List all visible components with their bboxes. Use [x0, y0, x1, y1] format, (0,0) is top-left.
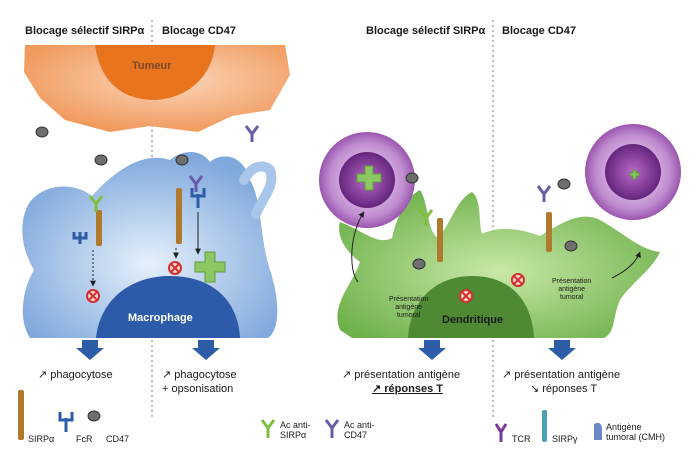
presentation-left: Présentation antigène tumoral [389, 296, 428, 320]
legend-antigen-line1: Antigène [606, 422, 642, 432]
plus-cross-icon [194, 165, 640, 283]
fcr-icon [58, 188, 206, 432]
presentation-left-line3: tumoral [396, 312, 421, 319]
macrophage-label: Macrophage [128, 312, 193, 324]
dendritic-cell [337, 190, 660, 338]
macrophage-nucleus [96, 276, 240, 338]
down-arrow-icon [76, 340, 576, 360]
outcome-right-1-line1: ↗ présentation antigène [342, 369, 461, 381]
outcome-left-1: ↗ phagocytose [38, 369, 113, 381]
presentation-right: Présentation antigène tumoral [552, 278, 591, 302]
legend-antigen-line2: tumoral (CMH) [606, 432, 666, 442]
legend-sirpg: SIRPγ [552, 434, 578, 444]
left-header-cd47: Blocage CD47 [162, 25, 236, 37]
presentation-right-line1: Présentation [552, 278, 592, 285]
tcr-icon [494, 423, 508, 442]
legend-ac-anti-cd47: Ac anti- CD47 [344, 420, 375, 440]
legend-ac-anti-sirpa-line1: Ac anti- [280, 420, 311, 430]
anti-cd47-antibody-icon [188, 125, 552, 438]
signal-arrows [90, 211, 641, 287]
cd47-icon [35, 126, 578, 422]
left-header-sirpa: Blocage sélectif SIRPα [25, 25, 145, 37]
sirpg-icon [542, 410, 547, 442]
presentation-left-line1: Présentation [389, 296, 429, 303]
outcome-left-2-line1: ↗ phagocytose [162, 369, 237, 381]
legend-antigen: Antigène tumoral (CMH) [606, 422, 665, 442]
tumor-nucleus [95, 45, 215, 100]
legend-tcr: TCR [512, 434, 531, 444]
outcome-left-2-line2: + opsonisation [162, 383, 234, 395]
presentation-right-line3: tumoral [559, 294, 584, 301]
sirpa-receptor-icon [18, 188, 552, 440]
tumor-label: Tumeur [132, 60, 172, 72]
right-header-sirpa: Blocage sélectif SIRPα [366, 25, 486, 37]
outcome-right-2-line1: ↗ présentation antigène [502, 369, 621, 381]
outcome-right-1-line2: ↗ réponses T [372, 383, 443, 395]
legend-ac-anti-cd47-line1: Ac anti- [344, 420, 375, 430]
legend-ac-anti-cd47-line2: CD47 [344, 430, 368, 440]
legend-sirpa: SIRPα [28, 434, 55, 444]
outcome-right-2-line2: ↘ réponses T [530, 383, 598, 395]
anti-sirpa-antibody-icon [88, 195, 434, 438]
presentation-right-line2: antigène [558, 286, 586, 293]
dendritic-nucleus [408, 276, 534, 338]
presentation-left-line2: antigène [395, 304, 423, 311]
right-header-cd47: Blocage CD47 [502, 25, 576, 37]
inhibit-circle-icon [86, 261, 525, 303]
legend-ac-anti-sirpa-line2: SIRPα [280, 430, 307, 440]
legend-cd47: CD47 [106, 434, 130, 444]
antigen-icon [594, 422, 602, 440]
legend-ac-anti-sirpa: Ac anti- SIRPα [280, 420, 311, 440]
dendritic-label: Dendritique [442, 314, 504, 326]
legend-fcr: FcR [76, 434, 93, 444]
